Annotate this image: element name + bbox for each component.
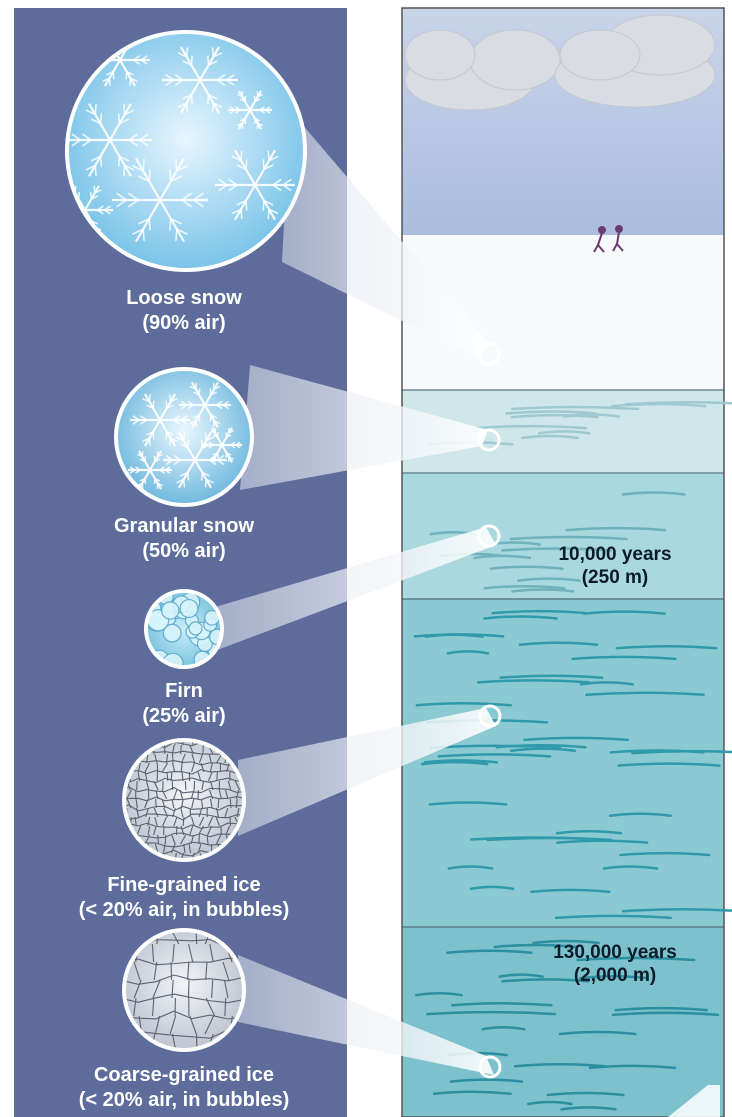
stage-label-firn: Firn (25% air) [84, 679, 284, 729]
depth-marker-2000m: 130,000 years (2,000 m) [540, 941, 690, 987]
stage-label-coarse-ice: Coarse-grained ice (< 20% air, in bubble… [44, 1063, 324, 1113]
stage-label-fine-ice: Fine-grained ice (< 20% air, in bubbles) [44, 873, 324, 923]
granular-snow-icon [116, 369, 252, 505]
stage-label-loose-snow: Loose snow (90% air) [84, 286, 284, 336]
depth-marker-250m: 10,000 years (250 m) [540, 543, 690, 589]
stage-label-granular-snow: Granular snow (50% air) [84, 514, 284, 564]
